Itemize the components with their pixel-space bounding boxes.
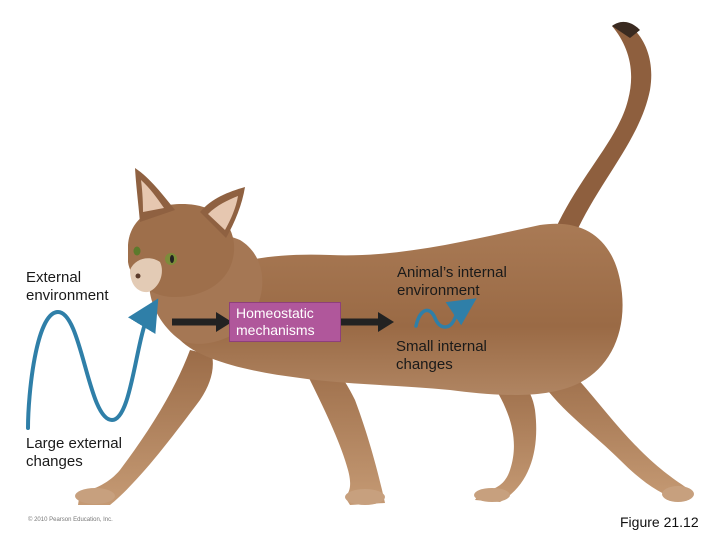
external-label-line1: External (26, 269, 82, 286)
homeostatic-label-line1: Homeostatic (236, 305, 314, 321)
small-internal-wave (414, 298, 477, 329)
cat-body (175, 223, 623, 395)
small-label-line1: Small internal (396, 338, 487, 355)
homeostatic-label-line2: mechanisms (236, 322, 315, 338)
cat-back-leg-left (475, 370, 537, 502)
large-external-changes-label: Large external changes (26, 435, 122, 471)
figure-number: Figure 21.12 (620, 514, 699, 530)
large-external-wave (26, 298, 159, 430)
external-label-line2: environment (26, 287, 109, 304)
cat-front-leg-right (300, 355, 385, 505)
small-label-line2: changes (396, 356, 453, 373)
cat-back-leg-right (540, 360, 690, 500)
internal-env-line1: Animal’s internal (397, 264, 507, 281)
external-environment-label: External environment (26, 269, 109, 305)
copyright-notice: © 2010 Pearson Education, Inc. (28, 517, 113, 523)
small-internal-changes-label: Small internal changes (396, 338, 487, 374)
cat-front-leg-left (78, 350, 213, 505)
internal-env-line2: environment (397, 282, 480, 299)
large-label-line1: Large external (26, 435, 122, 452)
internal-environment-label: Animal’s internal environment (397, 264, 507, 300)
large-label-line2: changes (26, 453, 83, 470)
homeostatic-mechanisms-box: Homeostatic mechanisms (229, 302, 341, 342)
cat-eye-left (133, 246, 141, 256)
cat-tail (555, 22, 652, 235)
